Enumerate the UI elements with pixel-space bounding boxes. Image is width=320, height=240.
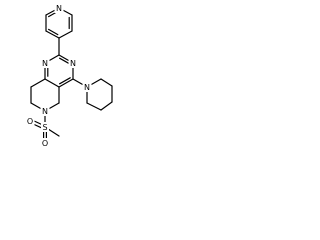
pyrimidine-n-left-label: N [42,59,48,68]
bond-pym-4 [44,78,60,88]
bond-pip-4 [100,101,113,111]
pyrimidine-n-right-label: N [70,59,76,68]
piperidine-n-label: N [84,83,90,92]
bond-pip-5 [86,102,102,111]
bond-pyr-3 [58,30,73,39]
tetrahydro-n-label: N [42,107,48,116]
bond-pym-1-inner [58,57,71,65]
bond-thp-1 [30,78,46,88]
oxygen-bottom-label: O [42,139,48,148]
bond-pym-3-inner [58,77,71,85]
oxygen-left-label: O [27,117,33,126]
bond-pyr-4-inner [47,28,59,36]
bond-pip-2 [100,78,113,87]
pyridine-n-label: N [56,4,62,13]
bond-pyr-4 [45,30,60,39]
bond-pym-3 [58,78,74,88]
sulfur-label: S [42,123,47,132]
pyridine-ring [45,7,73,39]
molecule-structure: N N N N N S O O [25,3,113,148]
